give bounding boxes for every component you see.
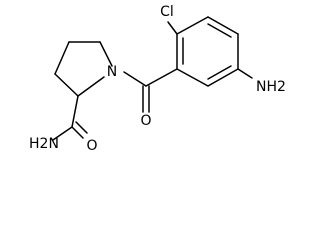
bond-aryl-chlorine (167, 21, 178, 35)
bond-ar5-ar6-inner (207, 65, 232, 80)
bond-ar2-ar3 (176, 16, 209, 35)
bond-aryl-amino (237, 68, 253, 79)
atom-label-amino-group: NH2 (256, 79, 286, 95)
atom-label-chlorine: Cl (160, 4, 174, 20)
chemical-structure-diagram: N Cl NH2 O H2N O (29, 4, 286, 154)
bond-n-c2 (77, 76, 105, 97)
atom-label-amide-nitrogen: H2N (29, 136, 59, 152)
bond-ar5-ar6 (207, 68, 239, 87)
bond-amide-carbon-oxygen-1 (71, 126, 84, 139)
bond-c5-n (99, 41, 113, 67)
pyrrolidine-ring (54, 41, 113, 97)
bond-c2-c3 (54, 73, 79, 97)
bond-c2-amide-carbon (71, 95, 79, 128)
benzene-ring (176, 16, 239, 87)
bond-ar3-ar4-inner (207, 23, 232, 38)
bond-carbonyl-carbon-aryl (145, 68, 178, 87)
bond-ar6-ar1 (176, 68, 209, 87)
bond-n-carbonyl-carbon (123, 71, 147, 87)
atom-label-carbonyl-oxygen: O (140, 113, 151, 129)
atom-label-amide-oxygen: O (86, 138, 97, 154)
bond-amide-carbon-nitrogen (52, 126, 73, 141)
carboxamide-group (52, 95, 88, 141)
bond-amide-carbon-oxygen-2 (75, 121, 88, 134)
bond-ar3-ar4 (207, 16, 239, 35)
aroyl-carbonyl (123, 68, 178, 113)
bond-c3-c4 (54, 41, 70, 75)
atom-label-ring-nitrogen: N (107, 64, 117, 80)
